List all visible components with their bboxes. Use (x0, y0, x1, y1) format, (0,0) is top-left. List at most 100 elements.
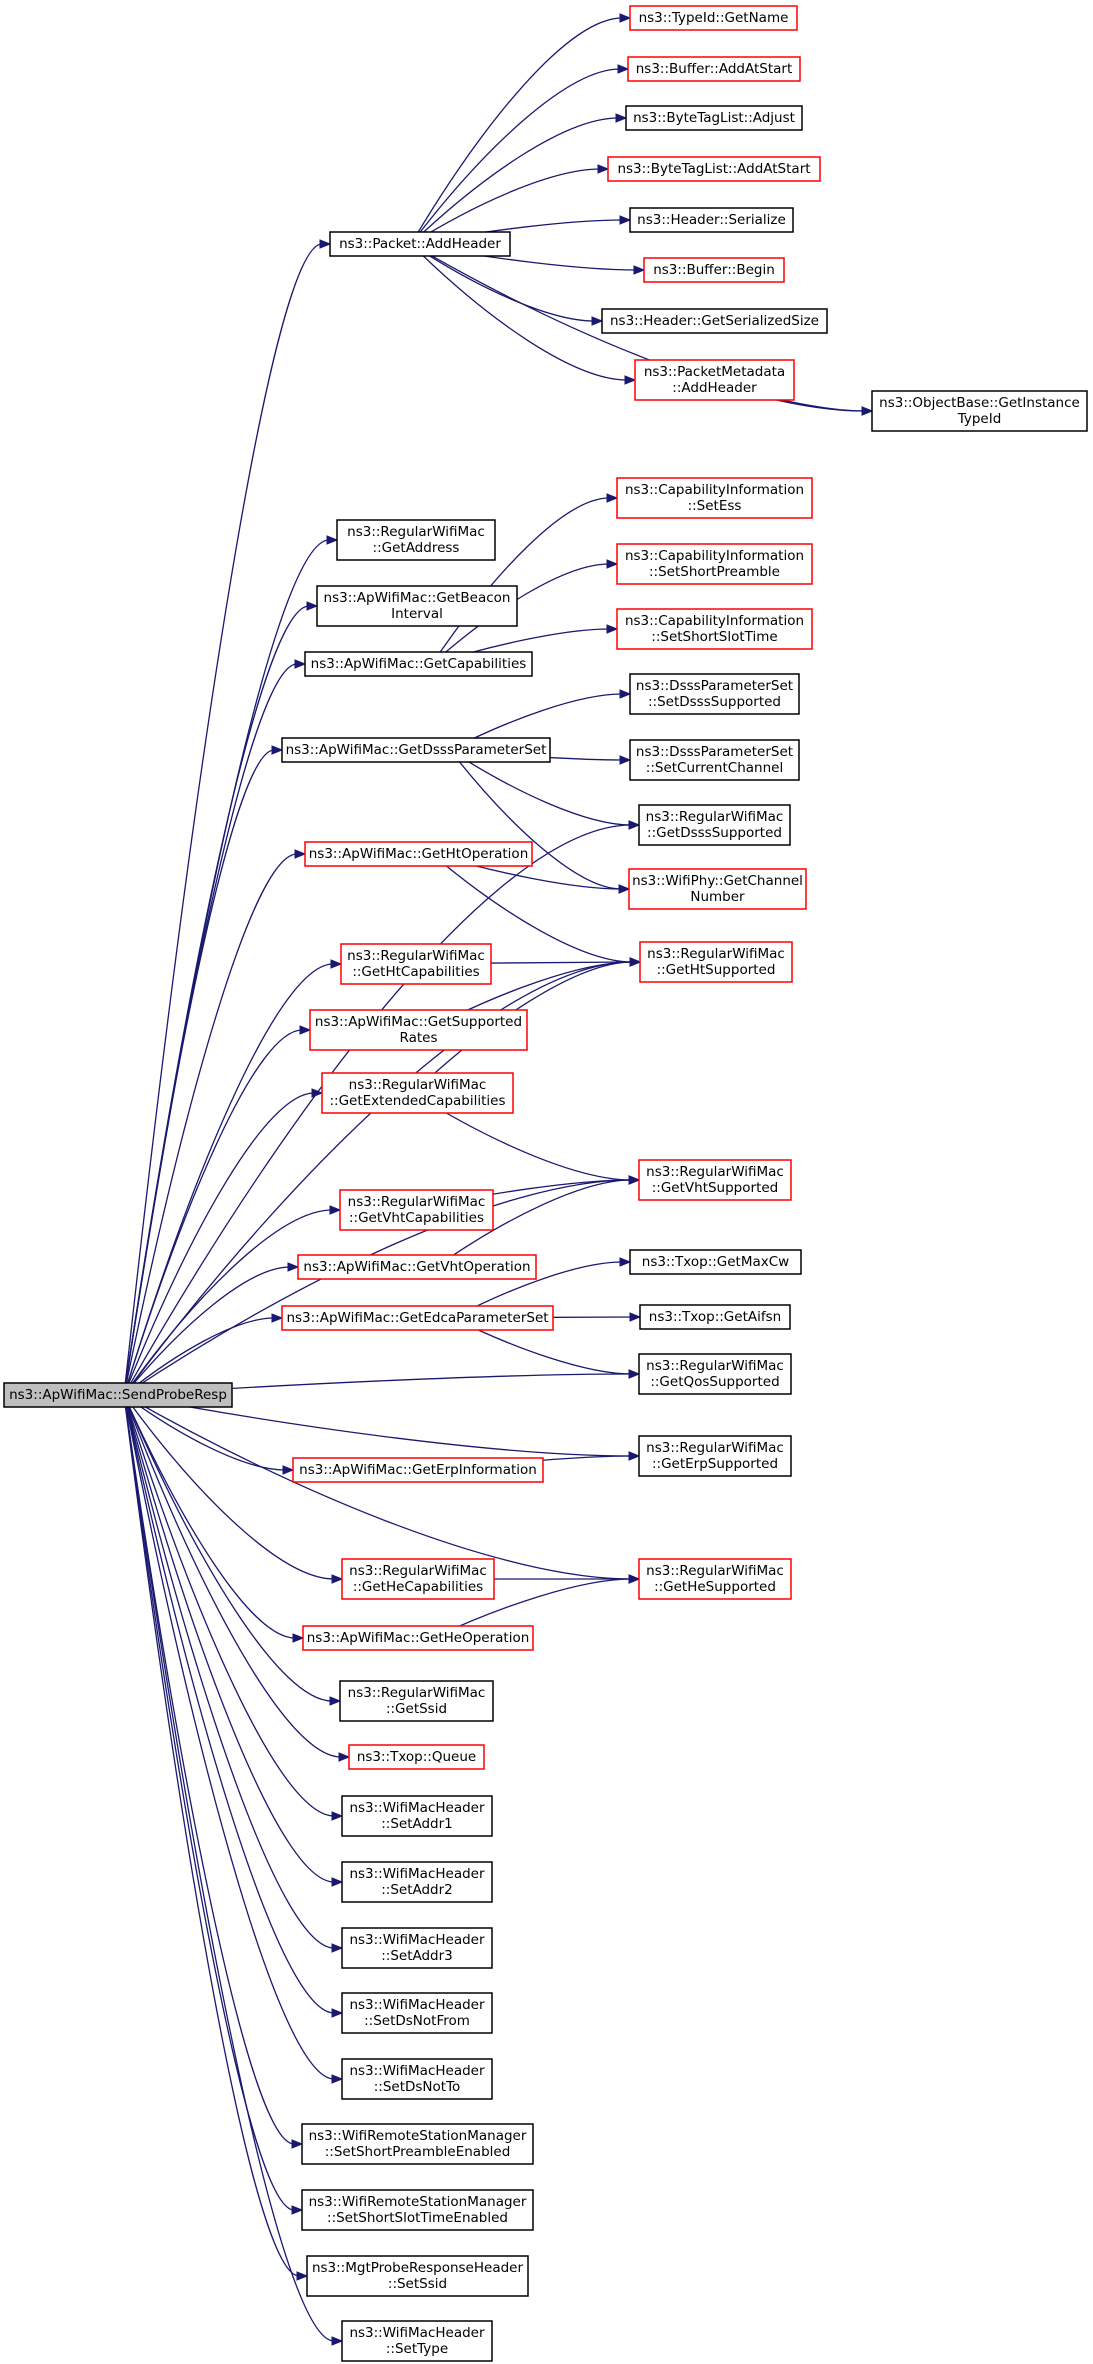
node-label: ns3::WifiMacHeader (349, 1997, 485, 2013)
node-label: ::SetDsNotFrom (364, 2013, 470, 2029)
edge-add-header-to-bytetaglist-adjust (410, 117, 619, 245)
node-setdsnotfrom[interactable]: ns3::WifiMacHeader::SetDsNotFrom (341, 1992, 493, 2034)
edge-arrowhead (271, 1313, 284, 1323)
node-buffer-begin[interactable]: ns3::Buffer::Begin (643, 257, 785, 283)
node-label: ns3::RegularWifiMac (348, 1685, 486, 1701)
node-gethtsupported[interactable]: ns3::RegularWifiMac::GetHtSupported (639, 941, 793, 983)
node-label: ::AddHeader (672, 380, 757, 396)
node-label: ns3::DsssParameterSet (636, 678, 793, 694)
node-box (616, 543, 813, 585)
node-setshortslottimeenabled[interactable]: ns3::WifiRemoteStationManager::SetShortS… (301, 2189, 534, 2231)
node-txop-getmaxcw[interactable]: ns3::Txop::GetMaxCw (629, 1249, 802, 1275)
node-getvhtsupported[interactable]: ns3::RegularWifiMac::GetVhtSupported (638, 1159, 792, 1201)
node-label: ns3::MgtProbeResponseHeader (312, 2260, 524, 2276)
edge-arrowhead (619, 215, 632, 225)
edge-root-to-getdssssupported (123, 824, 632, 1396)
edge-arrowhead (629, 1312, 642, 1322)
node-dsss-setcurrentchannel[interactable]: ns3::DsssParameterSet::SetCurrentChannel (629, 739, 800, 781)
node-label: ::SetEss (688, 498, 742, 514)
node-geterpinformation[interactable]: ns3::ApWifiMac::GetErpInformation (292, 1457, 544, 1483)
edge-root-to-getedcaparameterset (123, 1317, 275, 1396)
edge-add-header-to-packetmetadata-addheader (410, 243, 628, 381)
node-setshortpreambleenabled[interactable]: ns3::WifiRemoteStationManager::SetShortP… (301, 2123, 534, 2165)
node-getextendedcapabilities[interactable]: ns3::RegularWifiMac::GetExtendedCapabili… (321, 1072, 514, 1114)
node-header-getserializedsize[interactable]: ns3::Header::GetSerializedSize (601, 308, 828, 334)
node-getcapabilities[interactable]: ns3::ApWifiMac::GetCapabilities (304, 651, 533, 677)
node-getssid[interactable]: ns3::RegularWifiMac::GetSsid (339, 1680, 494, 1722)
edge-arrowhead (291, 2205, 304, 2215)
node-label: Interval (391, 606, 443, 622)
node-label: ns3::ApWifiMac::GetCapabilities (311, 656, 527, 672)
node-capinfo-setshortpreamble[interactable]: ns3::CapabilityInformation::SetShortPrea… (616, 543, 813, 585)
node-setaddr3[interactable]: ns3::WifiMacHeader::SetAddr3 (341, 1927, 493, 1969)
node-label: ns3::Buffer::Begin (653, 262, 775, 278)
node-gethtcapabilities[interactable]: ns3::RegularWifiMac::GetHtCapabilities (340, 943, 492, 985)
node-settype[interactable]: ns3::WifiMacHeader::SetType (341, 2320, 493, 2362)
node-txop-getaifsn[interactable]: ns3::Txop::GetAifsn (639, 1304, 791, 1330)
node-getaddress[interactable]: ns3::RegularWifiMac::GetAddress (336, 519, 496, 561)
node-label: ns3::ApWifiMac::GetHeOperation (307, 1630, 530, 1646)
edge-add-header-to-header-getserializedsize (410, 243, 595, 322)
node-getdsssparameterset[interactable]: ns3::ApWifiMac::GetDsssParameterSet (281, 737, 551, 763)
edge-arrowhead (330, 959, 343, 969)
node-box (309, 1009, 528, 1051)
node-probe-setssid[interactable]: ns3::MgtProbeResponseHeader::SetSsid (306, 2255, 529, 2297)
node-box (302, 1625, 534, 1651)
edge-arrowhead (331, 2336, 344, 2346)
node-header-serialize[interactable]: ns3::Header::Serialize (629, 207, 794, 233)
node-txop-queue[interactable]: ns3::Txop::Queue (348, 1744, 485, 1770)
edge-arrowhead (628, 820, 641, 830)
node-add-header[interactable]: ns3::Packet::AddHeader (329, 231, 511, 257)
edge-arrowhead (331, 1574, 344, 1584)
node-gethtoperation[interactable]: ns3::ApWifiMac::GetHtOperation (304, 841, 533, 867)
node-box (341, 1558, 495, 1600)
edge-root-to-probe-setssid (123, 1394, 300, 2277)
node-bytetaglist-adjust[interactable]: ns3::ByteTagList::Adjust (625, 105, 803, 131)
edge-root-to-settype (123, 1394, 335, 2342)
node-label: ::GetAddress (373, 540, 460, 556)
node-typeid-getname[interactable]: ns3::TypeId::GetName (629, 5, 798, 31)
node-box (3, 1382, 233, 1408)
node-dsss-setdssssupported[interactable]: ns3::DsssParameterSet::SetDsssSupported (629, 673, 800, 715)
node-label: ns3::RegularWifiMac (347, 948, 485, 964)
node-getdssssupported[interactable]: ns3::RegularWifiMac::GetDsssSupported (638, 804, 791, 846)
node-label: ns3::ApWifiMac::GetVhtOperation (303, 1259, 530, 1275)
node-getvhtcapabilities[interactable]: ns3::RegularWifiMac::GetVhtCapabilities (339, 1189, 494, 1231)
node-label: ::SetAddr3 (381, 1948, 453, 1964)
edge-root-to-setdsnotto (123, 1394, 335, 2080)
node-setdsnotto[interactable]: ns3::WifiMacHeader::SetDsNotTo (341, 2058, 493, 2100)
edge-arrowhead (331, 2074, 344, 2084)
node-box (341, 1795, 493, 1837)
node-box (629, 739, 800, 781)
node-label: ::GetHeCapabilities (353, 1579, 483, 1595)
node-box (341, 1992, 493, 2034)
node-capinfo-setshortslottime[interactable]: ns3::CapabilityInformation::SetShortSlot… (616, 608, 813, 650)
node-label: ns3::WifiMacHeader (349, 2063, 485, 2079)
node-box (607, 156, 821, 182)
node-bytetaglist-addatstart[interactable]: ns3::ByteTagList::AddAtStart (607, 156, 821, 182)
node-getqossupported[interactable]: ns3::RegularWifiMac::GetQosSupported (638, 1353, 792, 1395)
node-setaddr2[interactable]: ns3::WifiMacHeader::SetAddr2 (341, 1861, 493, 1903)
node-gethecapabilities[interactable]: ns3::RegularWifiMac::GetHeCapabilities (341, 1558, 495, 1600)
node-gehesupported[interactable]: ns3::RegularWifiMac::GetHeSupported (638, 1558, 792, 1600)
node-geterpsupported[interactable]: ns3::RegularWifiMac::GetErpSupported (638, 1435, 792, 1477)
node-getheoperation[interactable]: ns3::ApWifiMac::GetHeOperation (302, 1625, 534, 1651)
edge-arrowhead (329, 1205, 342, 1215)
node-getedcaparameterset[interactable]: ns3::ApWifiMac::GetEdcaParameterSet (281, 1305, 554, 1331)
node-box (281, 737, 551, 763)
node-setaddr1[interactable]: ns3::WifiMacHeader::SetAddr1 (341, 1795, 493, 1837)
node-buffer-addatstart[interactable]: ns3::Buffer::AddAtStart (627, 56, 801, 82)
node-getvhtoperation[interactable]: ns3::ApWifiMac::GetVhtOperation (297, 1254, 537, 1280)
node-capinfo-setess[interactable]: ns3::CapabilityInformation::SetEss (616, 477, 813, 519)
node-label: ::GetVhtCapabilities (349, 1210, 484, 1226)
edge-root-to-setaddr1 (123, 1394, 335, 1817)
node-label: ns3::WifiMacHeader (349, 1866, 485, 1882)
edge-root-to-getvhtoperation (123, 1266, 291, 1396)
edge-arrowhead (618, 884, 631, 894)
node-packetmetadata-addheader[interactable]: ns3::PacketMetadata::AddHeader (634, 359, 795, 401)
edge-root-to-geterpsupported (123, 1394, 632, 1457)
